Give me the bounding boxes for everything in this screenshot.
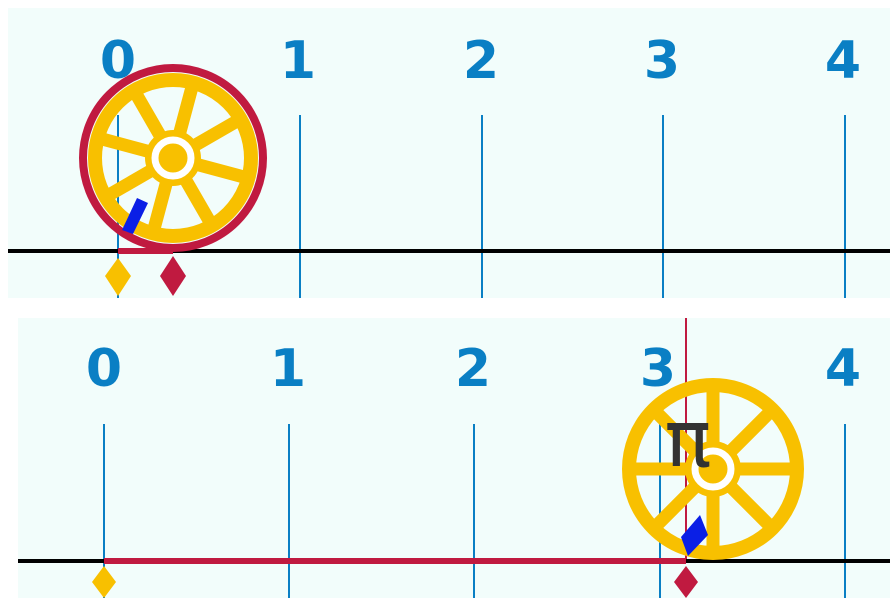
spoked-wheel-icon [622, 378, 804, 560]
panel-end-tick-labels: 0 1 2 3 4 [86, 339, 861, 399]
tick-label-4: 4 [825, 339, 861, 399]
red-diamond-icon [674, 566, 698, 598]
blue-diamond-icon [122, 198, 148, 234]
tick-label-1: 1 [280, 31, 316, 91]
red-diamond-icon [160, 256, 186, 296]
wheel-hub-center [168, 153, 178, 163]
pi-symbol: π [665, 395, 712, 485]
wheel-outer-ring [88, 73, 258, 243]
tick-label-4: 4 [825, 31, 861, 91]
yellow-diamond-icon [105, 258, 131, 296]
tick-label-3: 3 [644, 31, 680, 91]
blue-diamond-icon [681, 515, 708, 556]
tick-label-2: 2 [455, 339, 491, 399]
panel-end-ticks [103, 424, 846, 598]
tick-label-0: 0 [86, 339, 122, 399]
wheel-outer-ring [622, 378, 804, 560]
wheel-hub-ring [151, 136, 195, 180]
yellow-diamond-icon [92, 566, 116, 598]
spoked-wheel-icon [79, 64, 267, 252]
tick-label-1: 1 [270, 339, 306, 399]
wheel-hub-ring [691, 447, 735, 491]
wheel-hub-center [708, 464, 718, 474]
panel-end: 0 1 2 3 4 [18, 318, 890, 598]
panel-start: 0 1 2 3 4 [8, 8, 890, 298]
tick-label-2: 2 [463, 31, 499, 91]
panel-start-tick-labels: 0 1 2 3 4 [100, 31, 861, 91]
